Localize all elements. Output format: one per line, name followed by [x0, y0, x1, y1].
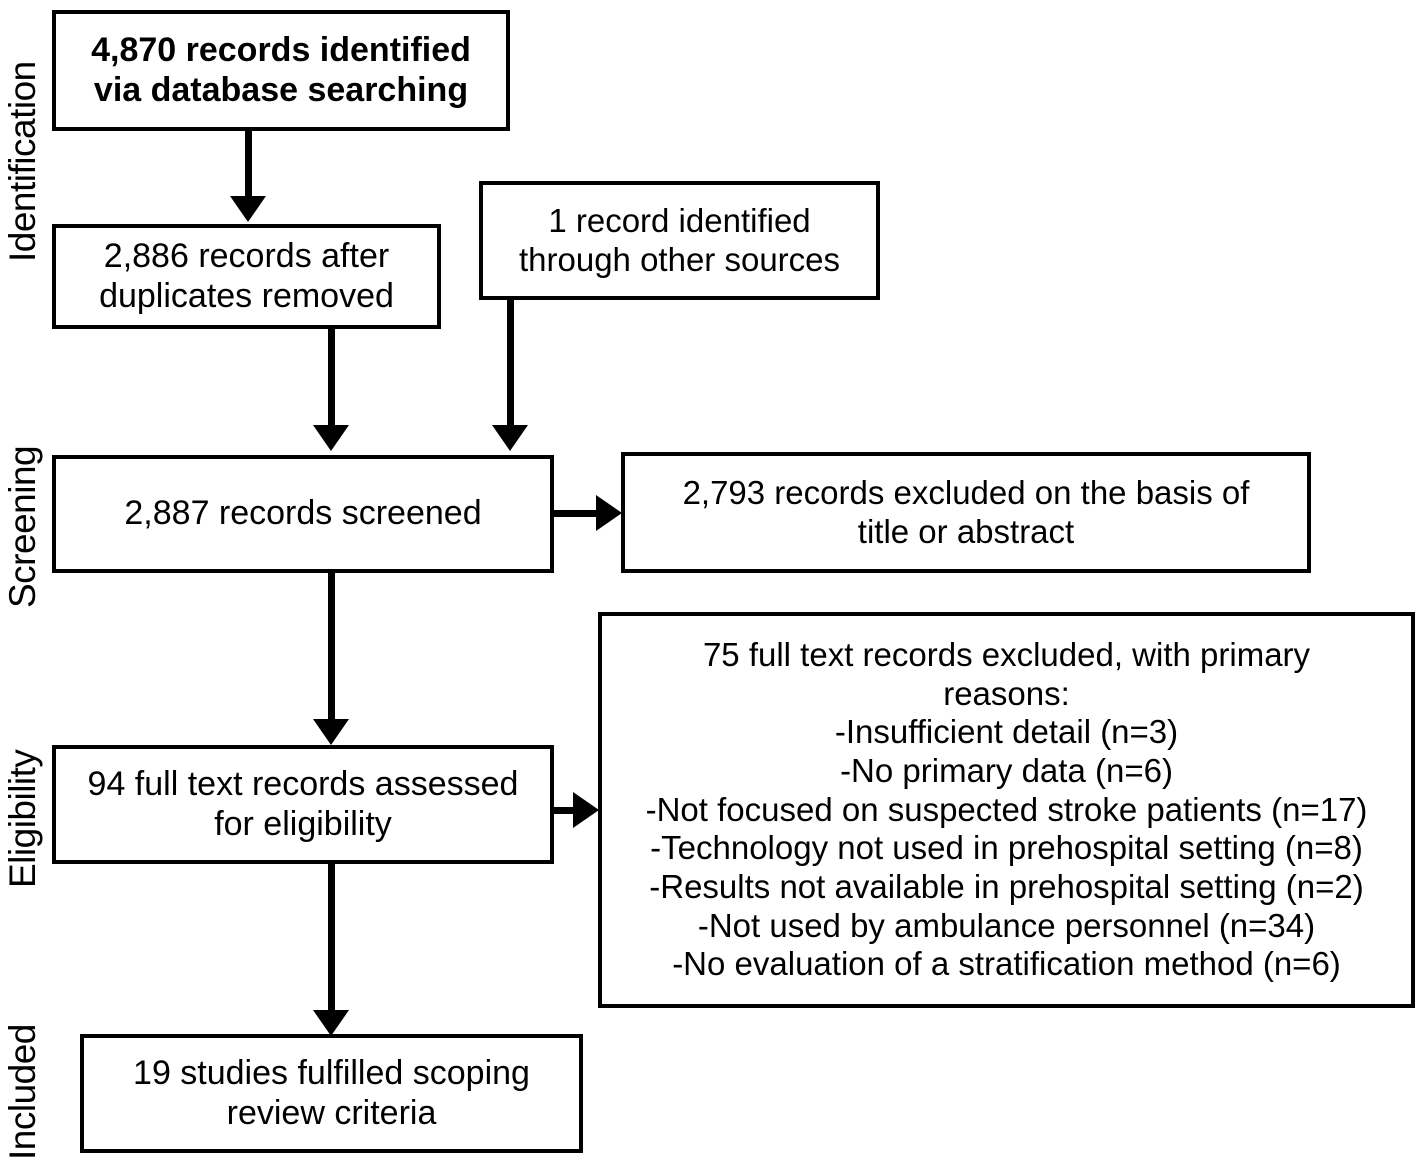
- box-other-sources-text: 1 record identified through other source…: [518, 201, 841, 278]
- box-excluded-full-text-list: 75 full text records excluded, with prim…: [645, 636, 1368, 983]
- connector-other-sources-to-screened: [507, 300, 514, 427]
- box-excluded-full-text: 75 full text records excluded, with prim…: [598, 612, 1415, 1008]
- connector-duplicates-to-screened: [328, 329, 335, 427]
- box-full-text-assessed-text: 94 full text records assessed for eligib…: [87, 764, 519, 843]
- arrowhead-assessed-to-included: [313, 1010, 349, 1036]
- connector-identified-to-duplicates: [245, 131, 252, 198]
- box-excluded-title-abstract-text: 2,793 records excluded on the basis of t…: [682, 473, 1250, 550]
- box-full-text-assessed: 94 full text records assessed for eligib…: [52, 745, 554, 864]
- stage-label-included: Included: [2, 1024, 43, 1160]
- stage-label-identification: Identification: [2, 61, 43, 262]
- arrowhead-identified-to-duplicates: [230, 196, 266, 222]
- arrowhead-duplicates-to-screened: [313, 425, 349, 451]
- connector-assessed-to-excluded-full: [554, 807, 577, 814]
- connector-screened-to-assessed: [328, 573, 335, 721]
- stage-label-eligibility: Eligibility: [2, 749, 43, 888]
- arrowhead-screened-to-excluded: [596, 495, 622, 531]
- connector-screened-to-excluded: [554, 510, 599, 517]
- box-duplicates-removed-text: 2,886 records after duplicates removed: [99, 236, 394, 315]
- box-excluded-title-abstract: 2,793 records excluded on the basis of t…: [621, 452, 1311, 573]
- box-other-sources: 1 record identified through other source…: [479, 181, 880, 300]
- box-records-screened-text: 2,887 records screened: [124, 494, 482, 533]
- arrowhead-other-sources-to-screened: [492, 425, 528, 451]
- box-studies-included: 19 studies fulfilled scoping review crit…: [80, 1034, 583, 1153]
- box-records-identified: 4,870 records identified via database se…: [52, 10, 510, 131]
- box-studies-included-text: 19 studies fulfilled scoping review crit…: [133, 1053, 530, 1132]
- arrowhead-screened-to-assessed: [313, 719, 349, 745]
- stage-label-screening: Screening: [2, 445, 43, 608]
- arrowhead-assessed-to-excluded-full: [573, 792, 599, 828]
- box-records-screened: 2,887 records screened: [52, 455, 554, 573]
- box-records-identified-text: 4,870 records identified via database se…: [91, 30, 471, 109]
- box-duplicates-removed: 2,886 records after duplicates removed: [52, 224, 441, 329]
- connector-assessed-to-included: [328, 864, 335, 1012]
